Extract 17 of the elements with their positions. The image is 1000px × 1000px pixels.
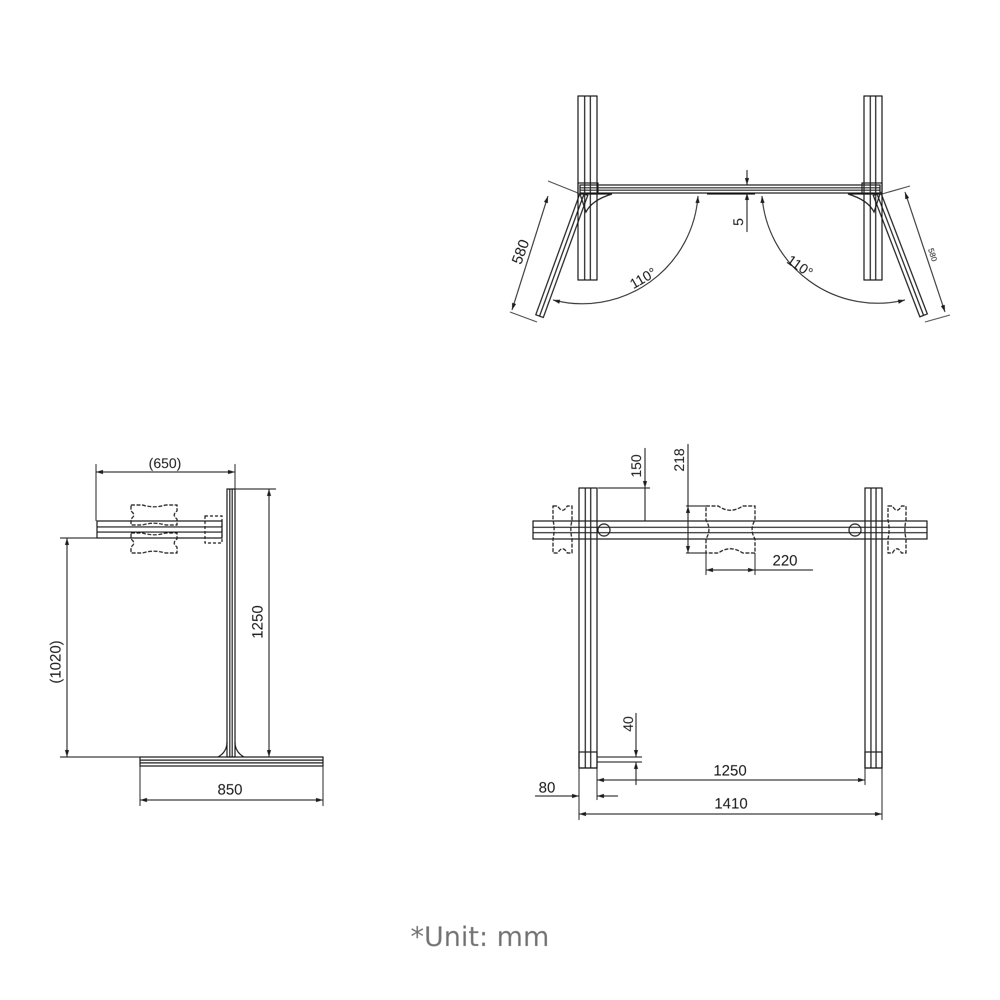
dimension-label: 580 [926,247,938,263]
dimension-label: 150 [629,454,643,478]
dimension-label: 850 [217,782,243,798]
dimension-label: 80 [538,780,556,796]
angle-label: 110° [784,252,816,280]
angle-label: 110° [627,264,659,292]
dimension-label: 1410 [714,796,748,812]
dimension-label: 580 [510,238,532,266]
dimension-label: 220 [772,554,798,568]
dimension-label: (650) [148,456,182,470]
dimension-label: 1250 [713,764,747,778]
dimension-label: 1250 [250,605,266,639]
dimension-label: 5 [731,218,745,226]
dimension-label: 218 [672,448,686,472]
dimension-label: (1020) [48,640,64,684]
dimension-label: 40 [621,716,635,732]
unit-note: *Unit: mm [410,922,550,953]
